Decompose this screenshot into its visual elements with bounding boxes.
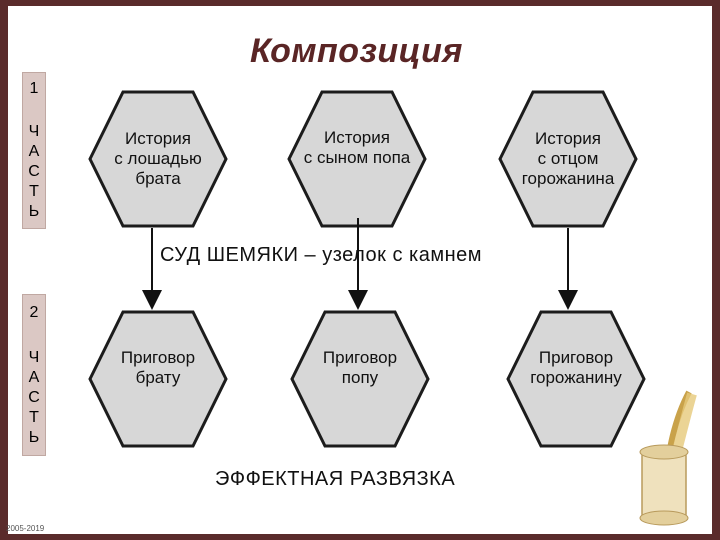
judgement-text: СУД ШЕМЯКИ – узелок с камнем [160, 244, 482, 266]
slide-title: Композиция [250, 32, 463, 70]
part2-number: 2 [29, 304, 39, 321]
part1-letter: С [28, 163, 40, 180]
part1-letter: А [28, 143, 40, 160]
part1-letter: Ь [28, 203, 40, 220]
footer-text: 2005-2019 [6, 524, 45, 533]
ending-text: ЭФФЕКТНАЯ РАЗВЯЗКА [215, 468, 456, 490]
part1-side-label: 1 Ч А С Т Ь [22, 72, 46, 229]
part2-letter: А [28, 369, 40, 386]
part2-letter: Т [29, 409, 39, 426]
part1-letter: Ч [28, 123, 40, 140]
part2-letter: С [28, 389, 40, 406]
part2-letter: Ч [28, 349, 40, 366]
part1-number: 1 [29, 80, 39, 97]
scroll-quill-icon [639, 390, 697, 526]
part1-letter: Т [29, 183, 39, 200]
part2-letter: Ь [28, 429, 40, 446]
part2-side-label: 2 Ч А С Т Ь [22, 294, 46, 456]
